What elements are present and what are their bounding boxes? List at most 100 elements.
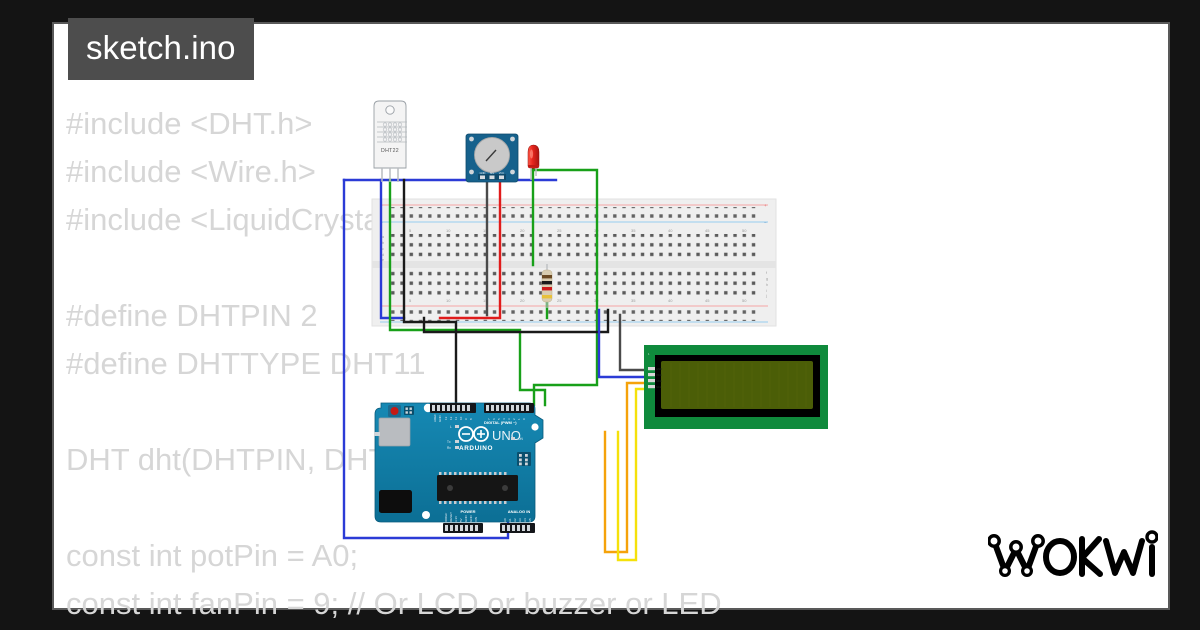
svg-text:25: 25 xyxy=(557,228,562,233)
svg-text:20: 20 xyxy=(520,228,525,233)
dht22-sensor[interactable]: DHT22 xyxy=(373,100,407,182)
svg-text:10: 10 xyxy=(446,228,451,233)
svg-text:VCC: VCC xyxy=(656,373,662,377)
analog-header-label: ANALOG IN xyxy=(508,509,531,514)
svg-text:i: i xyxy=(766,289,767,293)
svg-text:A4: A4 xyxy=(523,518,527,522)
wire-blue-lcd xyxy=(597,308,653,379)
svg-text:13: 13 xyxy=(444,416,448,420)
svg-text:45: 45 xyxy=(705,298,710,303)
wire-black-lcd-gnd xyxy=(618,313,653,372)
svg-text:SCL: SCL xyxy=(656,385,662,389)
svg-text:+: + xyxy=(764,203,767,208)
svg-text:7: 7 xyxy=(487,418,491,420)
svg-text:25: 25 xyxy=(557,298,562,303)
svg-text:9: 9 xyxy=(464,418,468,420)
wire-black-bb-gnd xyxy=(422,308,610,334)
svg-text:AREF: AREF xyxy=(433,414,437,422)
power-pin-labels: IOREF RESET 3.3V 5V GND GND VIN xyxy=(444,512,478,522)
svg-text:b: b xyxy=(382,241,384,245)
digital-header-label: DIGITAL (PWM ~) xyxy=(484,420,517,425)
wire-green-led-node xyxy=(531,168,599,407)
svg-text:10: 10 xyxy=(446,298,451,303)
svg-text:5V: 5V xyxy=(459,518,463,522)
lcd-display[interactable]: 1 GND VCC SDA SCL xyxy=(644,345,828,429)
svg-text:1: 1 xyxy=(517,418,521,420)
svg-text:35: 35 xyxy=(631,298,636,303)
svg-text:12: 12 xyxy=(449,416,453,420)
svg-text:SIG: SIG xyxy=(490,171,494,175)
arduino-brand: ARDUINO xyxy=(459,445,493,452)
svg-text:A2: A2 xyxy=(513,518,517,522)
svg-text:VCC: VCC xyxy=(499,171,505,175)
svg-text:Rx: Rx xyxy=(447,446,451,450)
svg-text:j: j xyxy=(765,294,767,298)
svg-text:A1: A1 xyxy=(508,518,512,522)
svg-text:45: 45 xyxy=(705,228,710,233)
resistor[interactable] xyxy=(541,264,553,308)
tab-sketch-ino[interactable]: sketch.ino xyxy=(68,18,254,80)
arduino-uno-board[interactable]: AREF GND 13 12 11 10 9 8 7 6 5 4 3 2 1 0… xyxy=(374,402,544,533)
svg-text:2: 2 xyxy=(512,418,516,420)
wire-yellow-scl xyxy=(616,387,653,562)
potentiometer[interactable]: GND SIG VCC xyxy=(465,133,519,183)
svg-text:c: c xyxy=(382,247,384,251)
svg-text:RESET: RESET xyxy=(449,512,453,522)
svg-text:5: 5 xyxy=(497,418,501,420)
wire-blue-left-rail xyxy=(379,178,406,320)
svg-text:40: 40 xyxy=(668,298,673,303)
lcd-pin-header: 1 GND VCC SDA SCL xyxy=(648,352,662,389)
wire-black-dht-gnd xyxy=(402,178,458,412)
svg-text:A0: A0 xyxy=(503,518,507,522)
svg-text:35: 35 xyxy=(631,228,636,233)
svg-text:IOREF: IOREF xyxy=(444,513,448,522)
svg-text:11: 11 xyxy=(454,417,458,420)
svg-text:GND: GND xyxy=(480,171,486,175)
svg-text:8: 8 xyxy=(469,418,473,420)
wire-red-pot-vcc xyxy=(438,178,502,320)
svg-text:h: h xyxy=(766,283,768,287)
svg-text:L: L xyxy=(450,425,452,429)
dht22-label: DHT22 xyxy=(381,148,399,154)
red-led[interactable] xyxy=(527,144,540,180)
svg-text:GND: GND xyxy=(438,415,442,423)
svg-text:−: − xyxy=(764,220,767,225)
svg-text:d: d xyxy=(382,253,384,257)
svg-text:VIN: VIN xyxy=(474,517,478,522)
wire-green-dht xyxy=(388,178,547,407)
svg-text:A3: A3 xyxy=(518,518,522,522)
uno-label: UNO xyxy=(492,428,521,443)
svg-text:ON: ON xyxy=(518,437,523,441)
wokwi-logo xyxy=(988,530,1158,577)
svg-text:e: e xyxy=(382,258,384,262)
svg-text:4: 4 xyxy=(502,418,506,420)
svg-text:0: 0 xyxy=(522,418,526,420)
svg-text:GND: GND xyxy=(656,367,662,371)
svg-text:A5: A5 xyxy=(528,518,532,522)
svg-text:15: 15 xyxy=(483,228,488,233)
analog-pin-labels: A0 A1 A2 A3 A4 A5 xyxy=(503,518,532,522)
power-header-label: POWER xyxy=(460,509,475,514)
svg-text:SDA: SDA xyxy=(656,379,662,383)
svg-text:g: g xyxy=(766,277,768,281)
svg-text:40: 40 xyxy=(668,228,673,233)
svg-text:Tx: Tx xyxy=(447,440,451,444)
svg-text:15: 15 xyxy=(483,298,488,303)
svg-text:GND: GND xyxy=(469,515,473,523)
svg-text:10: 10 xyxy=(459,416,463,420)
svg-text:1: 1 xyxy=(648,352,650,356)
svg-text:5: 5 xyxy=(409,298,412,303)
svg-text:50: 50 xyxy=(742,298,747,303)
digital-pin-labels: AREF GND 13 12 11 10 9 8 7 6 5 4 3 2 1 0 xyxy=(433,414,526,422)
svg-text:5: 5 xyxy=(409,228,412,233)
svg-text:a: a xyxy=(382,235,384,239)
svg-text:3.3V: 3.3V xyxy=(454,516,458,522)
svg-text:20: 20 xyxy=(520,298,525,303)
svg-text:50: 50 xyxy=(742,228,747,233)
svg-text:6: 6 xyxy=(492,418,496,420)
wire-orange-sda xyxy=(603,381,653,554)
svg-text:f: f xyxy=(766,271,767,275)
